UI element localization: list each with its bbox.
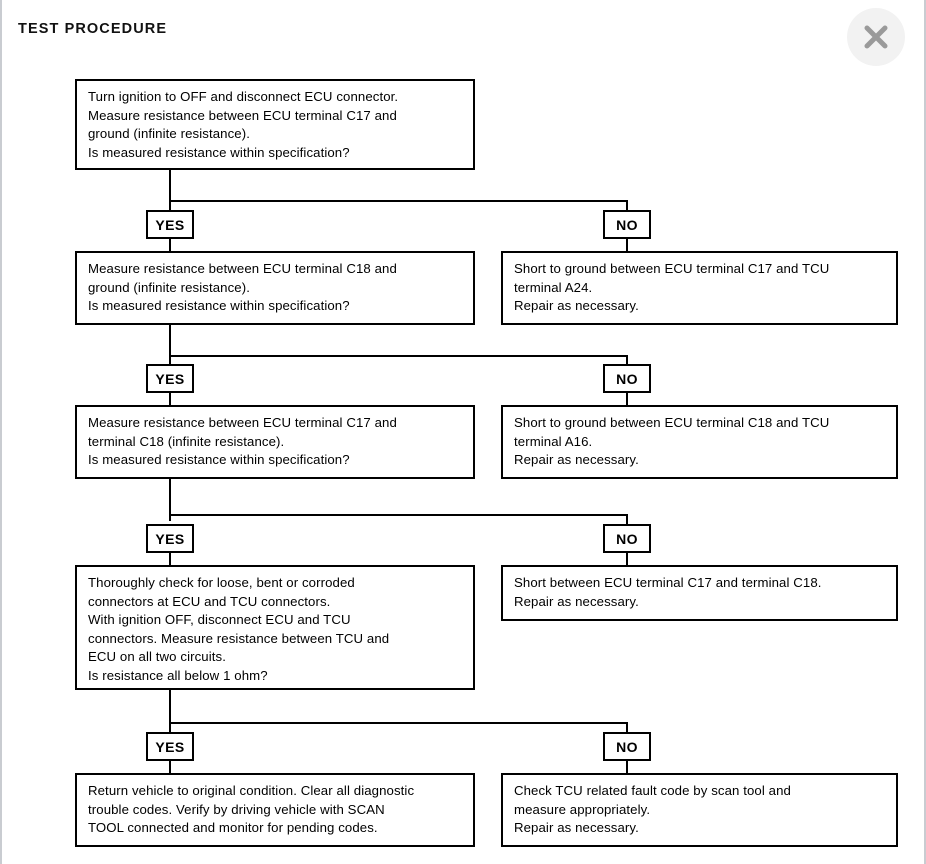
connector-vertical [626,552,628,566]
connector-vertical [626,200,628,212]
connector-vertical [626,722,628,733]
branch-label-no[interactable]: NO [603,732,651,761]
flow-step-box: Thoroughly check for loose, bent or corr… [75,565,475,690]
flow-step-box: Measure resistance between ECU terminal … [75,251,475,325]
connector-vertical [169,392,171,406]
flow-result-box: Short to ground between ECU terminal C17… [501,251,898,325]
branch-label-no[interactable]: NO [603,210,651,239]
flow-result-box: Short to ground between ECU terminal C18… [501,405,898,479]
flow-step-box: Turn ignition to OFF and disconnect ECU … [75,79,475,170]
flow-result-box: Short between ECU terminal C17 and termi… [501,565,898,621]
connector-vertical [169,552,171,566]
connector-horizontal [169,722,628,724]
branch-label-yes[interactable]: YES [146,732,194,761]
connector-vertical [626,392,628,406]
connector-vertical [169,687,171,734]
connector-vertical [169,322,171,367]
flow-step-box: Measure resistance between ECU terminal … [75,405,475,479]
close-icon[interactable] [847,8,905,66]
connector-horizontal [169,514,628,516]
connector-horizontal [169,200,628,202]
connector-vertical [169,238,171,252]
connector-vertical [626,514,628,525]
branch-label-yes[interactable]: YES [146,210,194,239]
page-title: TEST PROCEDURE [18,21,168,37]
branch-label-no[interactable]: NO [603,364,651,393]
connector-vertical [626,760,628,774]
branch-label-yes[interactable]: YES [146,524,194,553]
connector-vertical [169,760,171,774]
connector-vertical [169,476,171,521]
flow-result-box: Check TCU related fault code by scan too… [501,773,898,847]
branch-label-no[interactable]: NO [603,524,651,553]
connector-horizontal [169,355,628,357]
connector-vertical [626,238,628,252]
branch-label-yes[interactable]: YES [146,364,194,393]
connector-vertical [169,168,171,212]
connector-vertical [626,355,628,366]
flow-step-box: Return vehicle to original condition. Cl… [75,773,475,847]
